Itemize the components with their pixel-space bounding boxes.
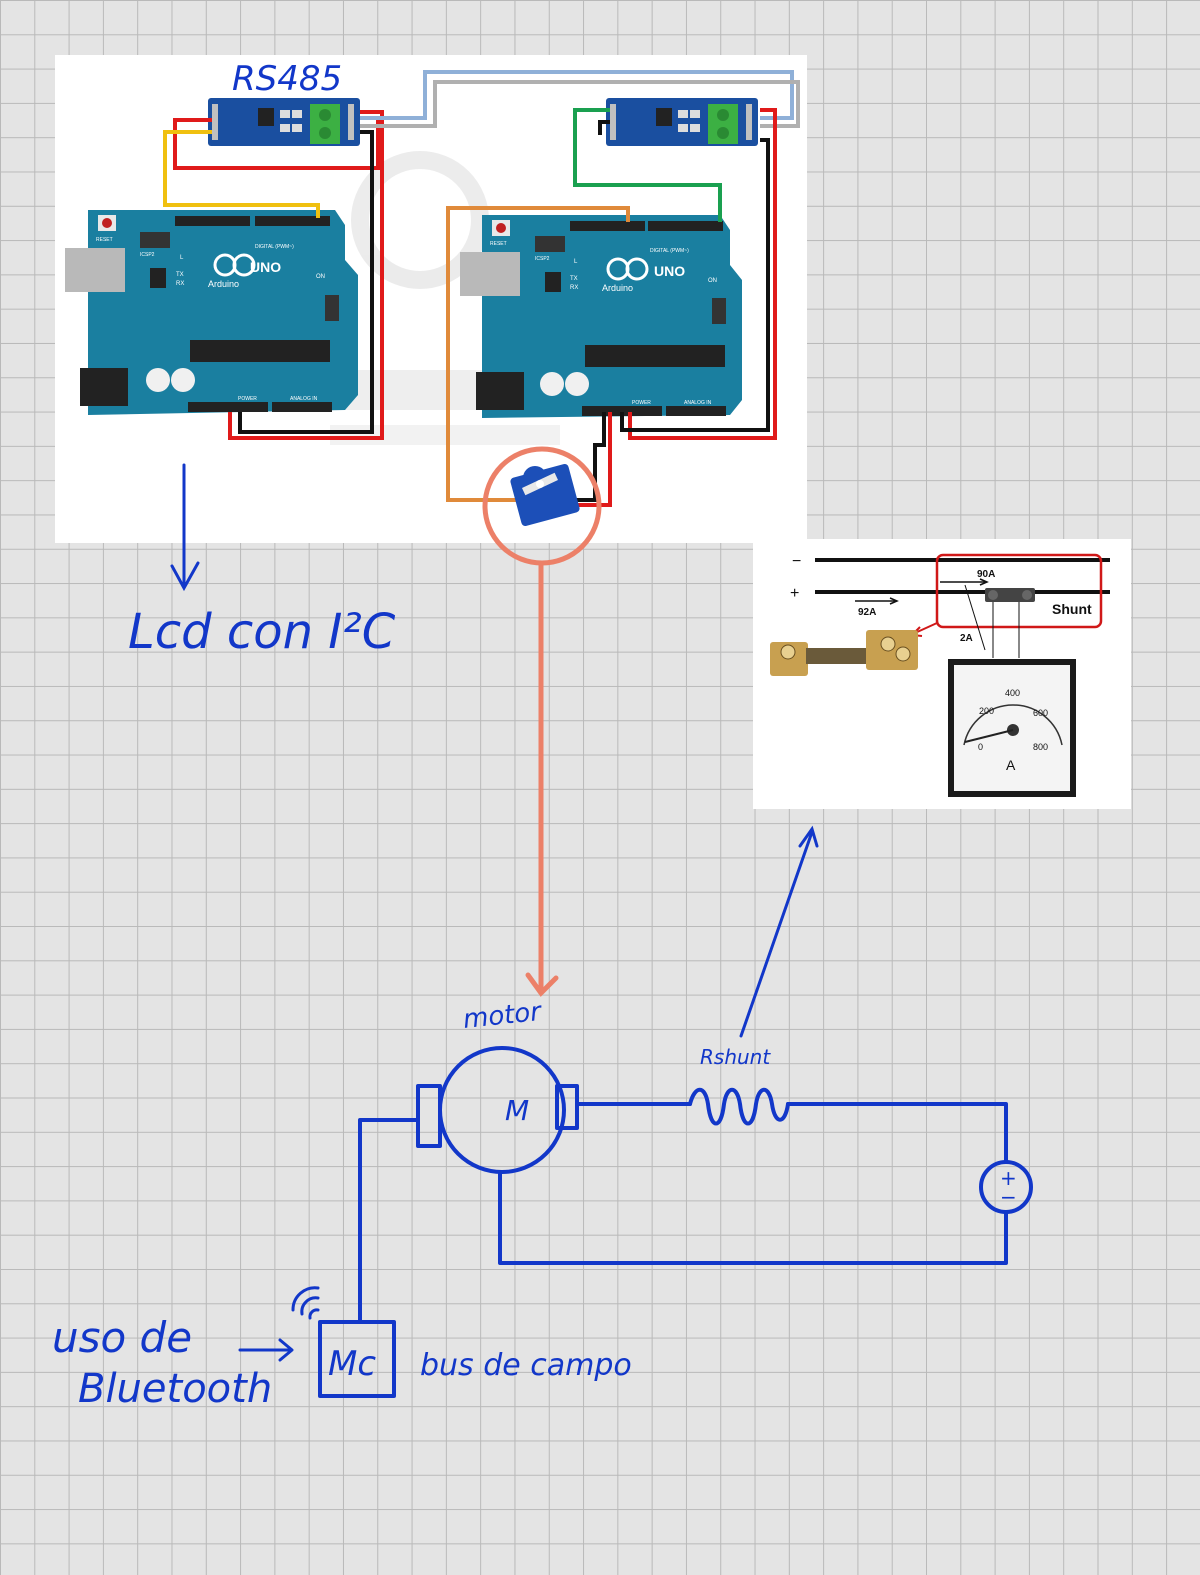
- ammeter: 0 200 400 600 800 A: [948, 659, 1076, 797]
- power-label-left: POWER: [238, 396, 257, 402]
- rs485-module-left: [208, 98, 360, 146]
- source-plus-label: +: [1000, 1166, 1017, 1190]
- wire-red-left: [228, 110, 384, 440]
- power-label-right: POWER: [632, 400, 651, 406]
- current-main-label: 90A: [977, 569, 995, 580]
- controller-box: [318, 1320, 396, 1398]
- arduino-brand-left: Arduino: [208, 279, 239, 289]
- digital-label-right: DIGITAL (PWM~): [650, 248, 689, 254]
- motor-symbol-label: M: [505, 1094, 529, 1127]
- servo-to-motor-arrow: [525, 562, 559, 997]
- wire-red-servo: [575, 412, 612, 507]
- motor-circuit: [238, 1046, 1033, 1398]
- wire-lightblue-bus-a: [360, 70, 794, 120]
- meter-tick-600: 600: [1033, 708, 1048, 718]
- meter-unit: A: [1006, 757, 1016, 773]
- analog-label-left: ANALOG IN: [290, 396, 318, 402]
- l-label-left: L: [180, 255, 184, 261]
- wire-motor-to-controller: [358, 1118, 420, 1324]
- arduino-logo-left: UNO: [250, 259, 281, 275]
- meter-tick-400: 400: [1005, 688, 1020, 698]
- rs485-label: RS485: [232, 59, 342, 99]
- meter-tick-0: 0: [978, 742, 983, 752]
- current-meter-label: 2A: [960, 633, 973, 644]
- analog-label-right: ANALOG IN: [684, 400, 712, 406]
- meter-needle: [964, 729, 1014, 743]
- rshunt-resistor: [688, 1087, 790, 1126]
- wire-black-right: [620, 138, 770, 432]
- motor-symbol: [438, 1046, 566, 1174]
- tx-label-left: TX: [176, 272, 184, 278]
- bluetooth-label-line1: uso de: [52, 1313, 192, 1362]
- digital-label-left: DIGITAL (PWM~): [255, 244, 294, 250]
- rs485-module-right: [606, 98, 758, 146]
- wire-yellow: [163, 130, 320, 218]
- motor-label: motor: [462, 997, 545, 1035]
- wire-source-return: [498, 1170, 1008, 1265]
- wire-black-left: [238, 130, 374, 434]
- motor-brush-right: [555, 1084, 579, 1130]
- shunt-symbol: [985, 588, 1035, 602]
- lcd-arrow: [170, 463, 200, 592]
- wireless-signal-icon: [291, 1286, 320, 1312]
- icsp-label-left: ICSP2: [140, 252, 155, 258]
- meter-tick-800: 800: [1033, 742, 1048, 752]
- wiring-figure: UNO Arduino DIGITAL (PWM~) ANALOG IN POW…: [55, 55, 807, 566]
- motor-brush-left: [416, 1084, 442, 1148]
- arduino-board-right: UNO Arduino DIGITAL (PWM~) ANALOG IN POW…: [460, 215, 742, 418]
- wire-green: [573, 108, 722, 222]
- reset-label-right: RESET: [490, 241, 507, 247]
- arduino-logo-right: UNO: [654, 263, 685, 279]
- arduino-board-left: UNO Arduino DIGITAL (PWM~) ANALOG IN POW…: [65, 210, 358, 415]
- controller-label: Mc: [328, 1344, 376, 1384]
- shunt-plus-label: +: [790, 585, 799, 602]
- shunt-label: Shunt: [1052, 601, 1092, 617]
- bluetooth-label-line2: Bluetooth: [78, 1366, 272, 1412]
- wire-black-right-module: [598, 120, 610, 135]
- lcd-label: Lcd con I²C: [128, 604, 396, 660]
- wires: [163, 70, 800, 507]
- wire-orange: [446, 206, 630, 502]
- arduino-brand-right: Arduino: [602, 283, 633, 293]
- bus-label: bus de campo: [420, 1348, 632, 1383]
- meter-tick-200: 200: [979, 706, 994, 716]
- rx-label-left: RX: [176, 281, 184, 287]
- l-label-right: L: [574, 259, 578, 265]
- source-minus-label: −: [1000, 1185, 1017, 1209]
- shunt-figure: − + 92A 90A Shunt 2A: [753, 539, 1131, 809]
- shunt-minus-label: −: [792, 553, 801, 570]
- brass-shunt-photo: [770, 630, 918, 676]
- tx-label-right: TX: [570, 276, 578, 282]
- wire-grey-bus-b: [360, 80, 800, 128]
- rshunt-to-figure-arrow: [739, 825, 819, 1038]
- wire-rshunt-to-source: [786, 1102, 1008, 1164]
- on-label-left: ON: [316, 274, 325, 280]
- on-label-right: ON: [708, 278, 717, 284]
- rx-label-right: RX: [570, 285, 578, 291]
- servo-motor: [510, 463, 580, 527]
- reset-label-left: RESET: [96, 237, 113, 243]
- current-total-label: 92A: [858, 607, 876, 618]
- rshunt-label: Rshunt: [700, 1045, 771, 1069]
- wire-black-servo: [575, 412, 606, 502]
- icsp-label-right: ICSP2: [535, 256, 550, 262]
